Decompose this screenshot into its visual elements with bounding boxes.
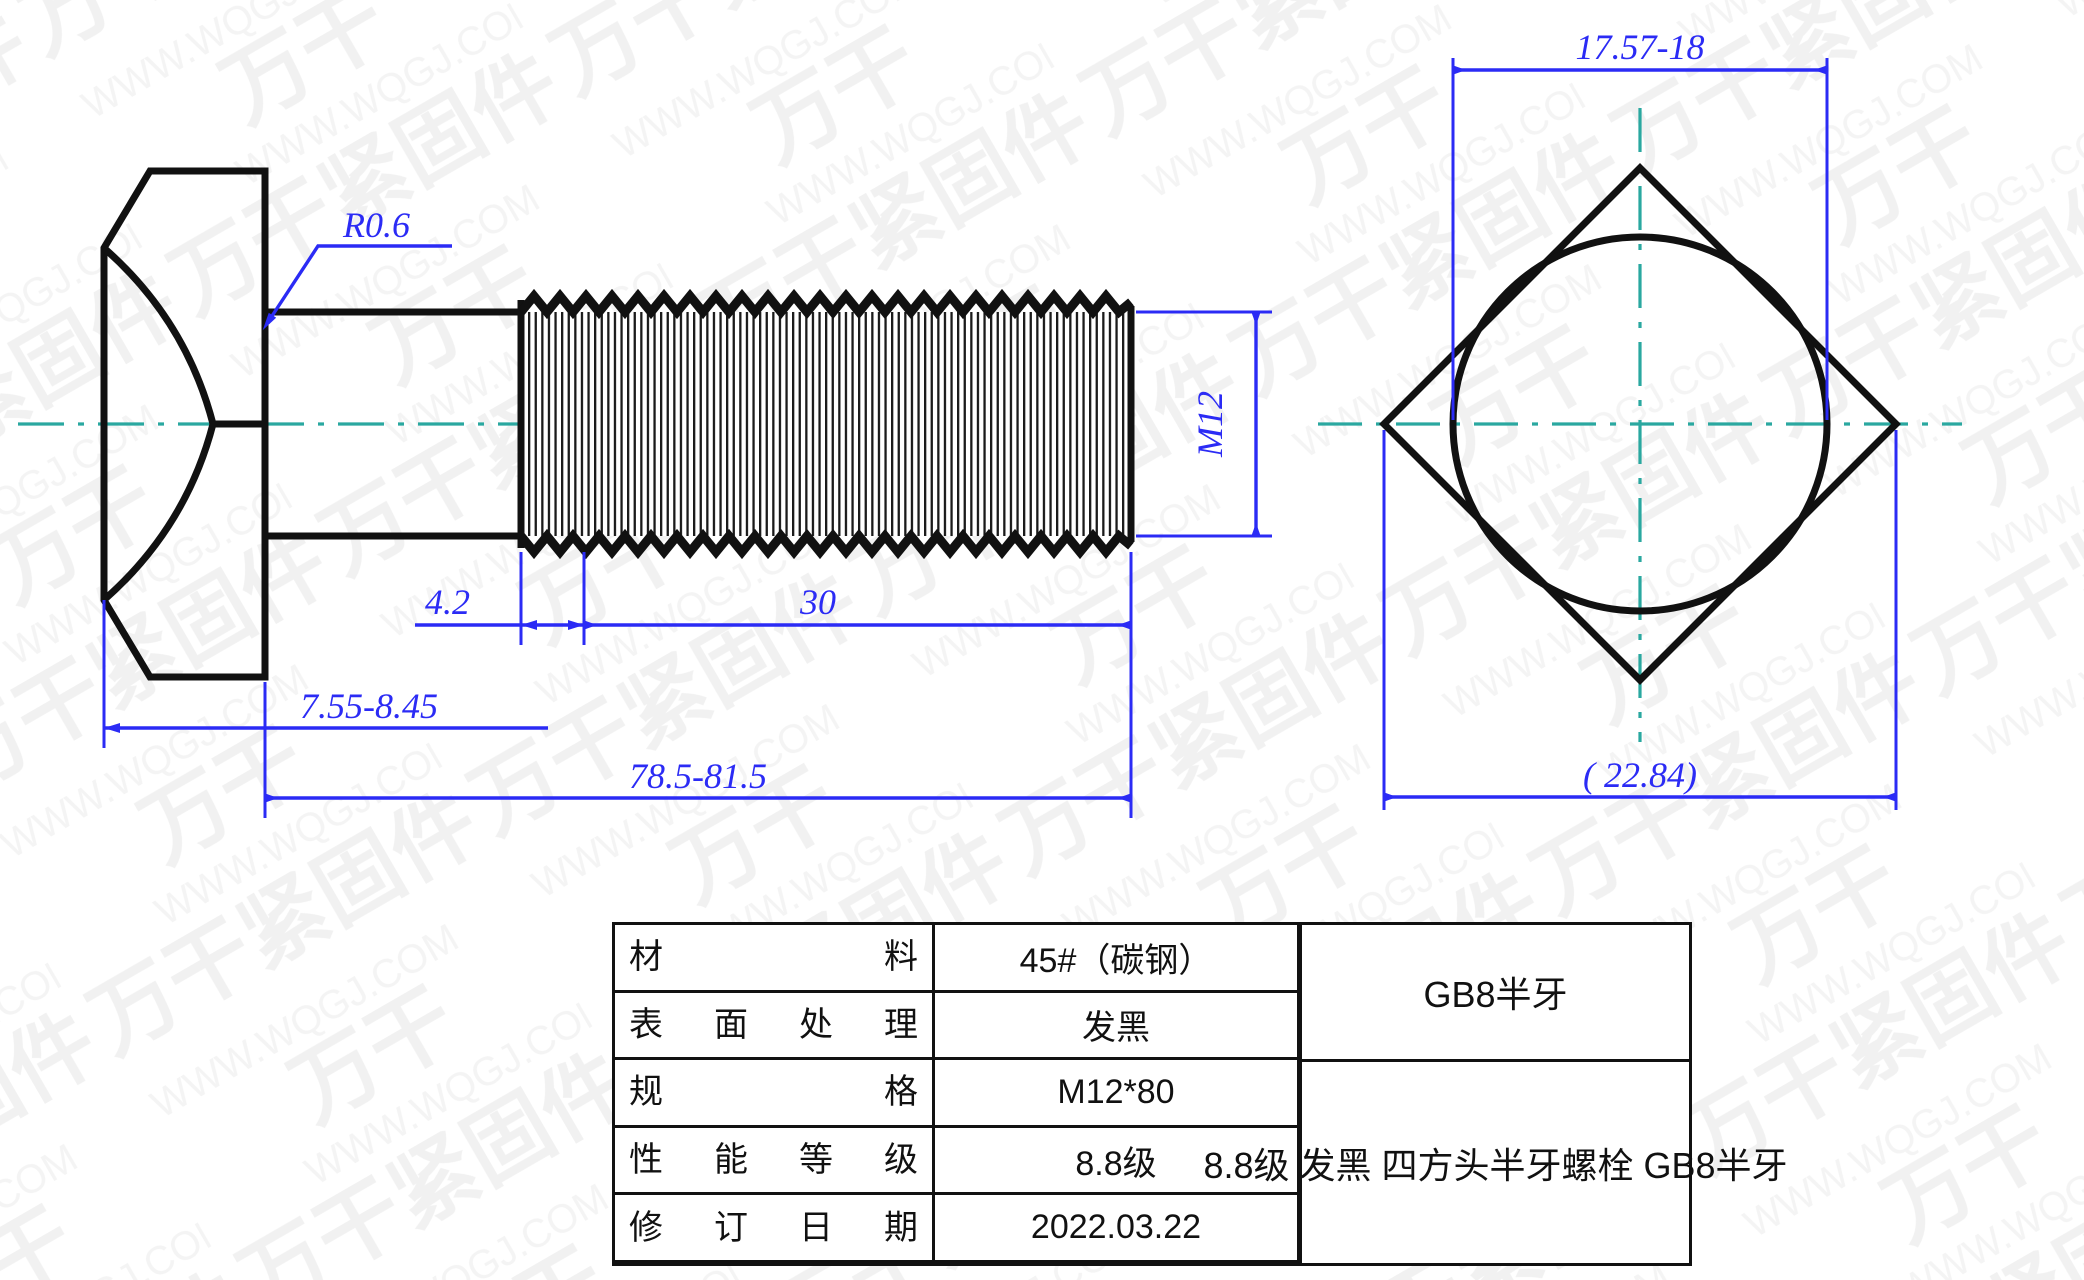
spec-note-spacer-0: [1300, 925, 1689, 990]
spec-label-specification: 规格: [629, 1073, 918, 1112]
dimension-fillet-radius: R0.6: [262, 205, 452, 331]
table-row: 表面处理 发黑: [615, 992, 1689, 1061]
dimension-head-height-label: 7.55-8.45: [300, 686, 438, 726]
spec-value-surface-treatment: 发黑: [935, 992, 1300, 1058]
dimension-fillet-radius-label: R0.6: [342, 205, 410, 245]
dimension-across-corners-label: ( 22.84): [1583, 755, 1697, 795]
dimension-across-flats-label: 17.57-18: [1576, 27, 1705, 67]
table-row: 材料 45#（碳钢）: [615, 925, 1689, 993]
spec-note-spacer-1: [1300, 993, 1689, 1058]
end-view-centerlines: [1318, 108, 1962, 742]
spec-value-grade: 8.8级: [935, 1127, 1300, 1193]
spec-note-spacer-4: [1300, 1195, 1689, 1260]
table-row: 规格 M12*80: [615, 1060, 1689, 1128]
spec-label-grade: 性能等级: [629, 1141, 918, 1180]
bolt-thread-section: [517, 288, 1135, 560]
dimension-thread-size-label: M12: [1190, 391, 1230, 458]
spec-label-revision-date: 修订日期: [629, 1208, 918, 1247]
table-cell-label: 规格: [615, 1060, 935, 1125]
table-cell-label: 修订日期: [615, 1195, 935, 1260]
spec-value-specification: M12*80: [935, 1060, 1300, 1125]
dimension-thread-size: M12: [1136, 310, 1272, 538]
dimension-thread-length: 30: [583, 552, 1133, 645]
dimension-thread-length-label: 30: [799, 582, 836, 622]
spec-note-spacer-3: [1300, 1128, 1689, 1193]
spec-label-surface-treatment: 表面处理: [629, 1005, 918, 1044]
spec-note-spacer-2: [1300, 1060, 1689, 1125]
dimension-total-length-label: 78.5-81.5: [629, 756, 767, 796]
dimension-runout-label: 4.2: [425, 582, 470, 622]
table-cell-label: 材料: [615, 925, 935, 990]
dimension-total-length: 78.5-81.5: [263, 552, 1133, 818]
dimension-runout: 4.2: [415, 552, 586, 645]
table-cell-label: 表面处理: [615, 992, 935, 1058]
specification-table: 材料 45#（碳钢） 表面处理 发黑 规格 M12*80 性能等级 8.8级: [612, 922, 1788, 1266]
table-cell-label: 性能等级: [615, 1127, 935, 1193]
spec-value-revision-date: 2022.03.22: [935, 1195, 1300, 1260]
table-row: 性能等级 8.8级: [615, 1127, 1689, 1196]
dimension-head-height: 7.55-8.45: [102, 600, 438, 812]
spec-label-material: 材料: [629, 938, 918, 977]
table-row: 修订日期 2022.03.22: [615, 1195, 1689, 1263]
spec-value-material: 45#（碳钢）: [935, 925, 1300, 990]
